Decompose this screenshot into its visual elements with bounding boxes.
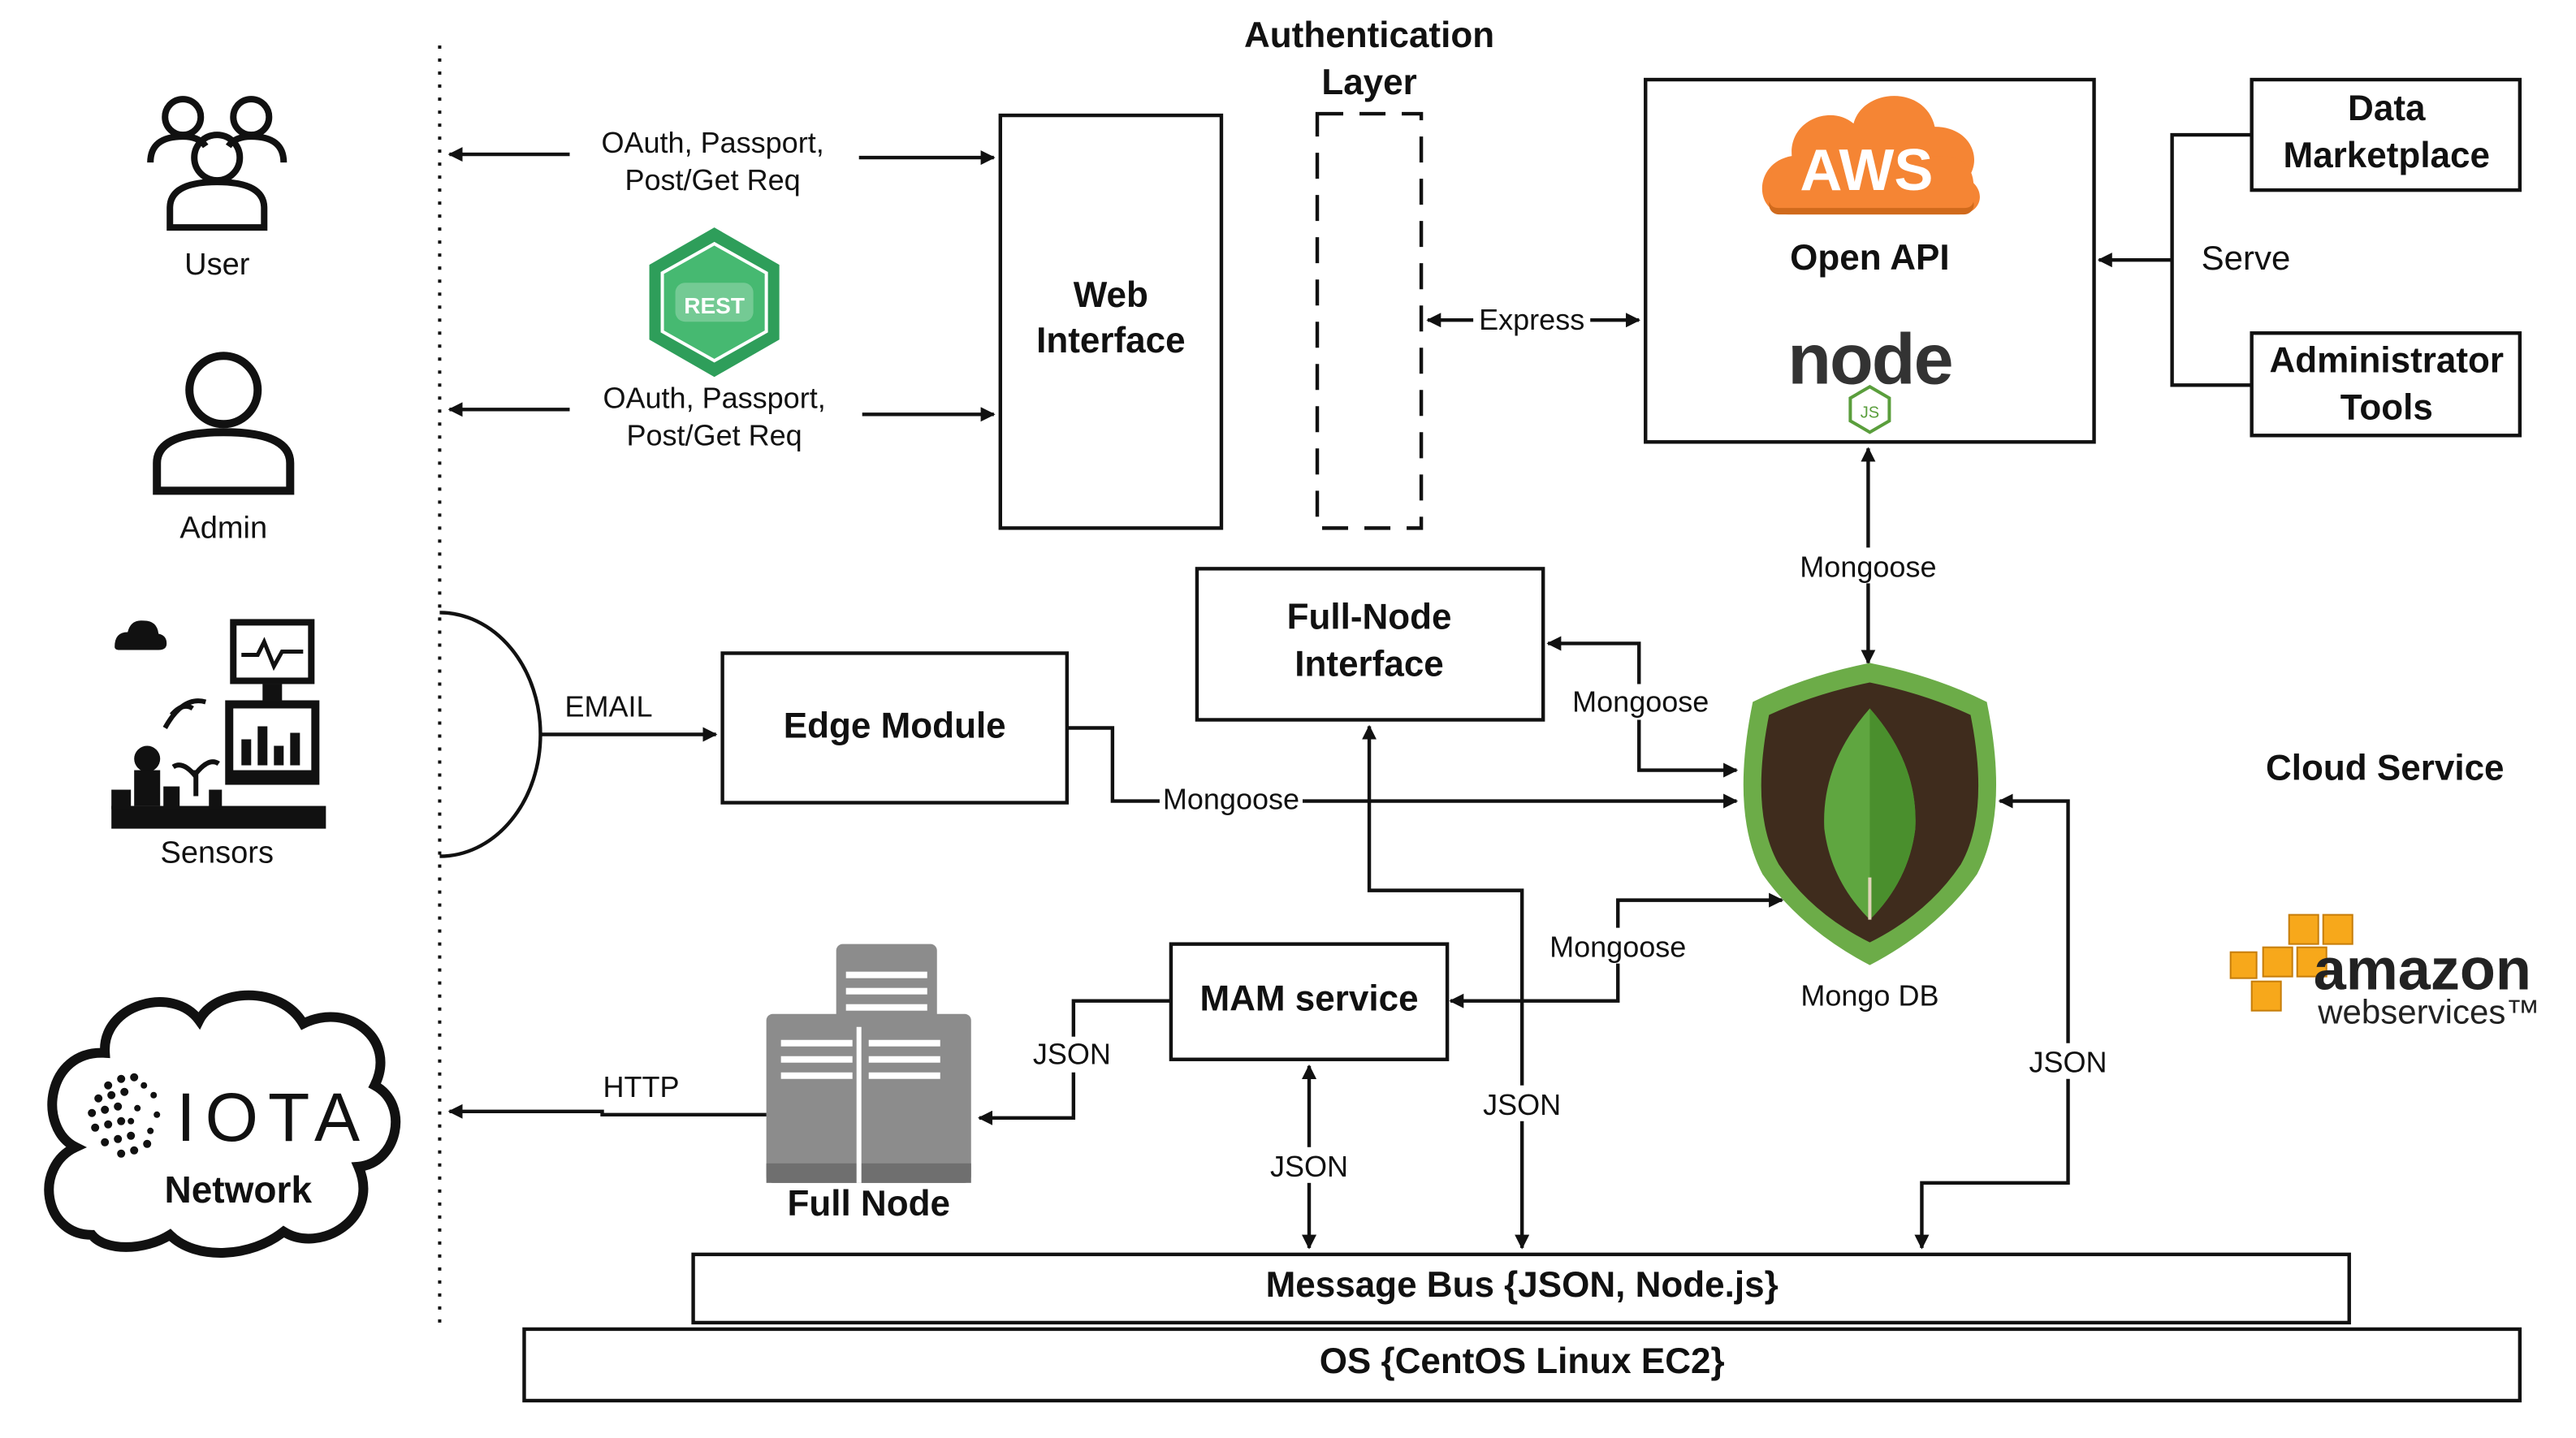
administrator-tools-box <box>2250 331 2522 438</box>
full-node-interface-label-2: Interface <box>1294 644 1443 684</box>
sensors-label: Sensors <box>161 836 274 870</box>
email-label: EMAIL <box>564 689 652 723</box>
full-node-label: Full Node <box>787 1184 950 1224</box>
message-bus-box <box>691 1252 2351 1325</box>
open-api-label: Open API <box>1790 238 1949 278</box>
mongodb-icon <box>1743 663 1997 965</box>
http-arrow <box>447 1103 767 1119</box>
mongo-db-label: Mongo DB <box>1800 979 1938 1013</box>
node-js-badge: JS <box>1861 404 1879 421</box>
edge-module-box <box>720 651 1070 805</box>
node-js-hex-icon <box>1848 384 1891 434</box>
auth-layer-label-2: Layer <box>1321 63 1416 102</box>
aws-cloud-icon <box>1761 96 1980 215</box>
fni-bus-label: JSON <box>1483 1088 1561 1121</box>
sensors-icon <box>111 619 326 829</box>
auth-label-1a: OAuth, Passport, <box>601 126 823 159</box>
os-box <box>522 1327 2522 1403</box>
edge-mongo-label: Mongoose <box>1163 783 1299 816</box>
mongo-bus-label: JSON <box>2029 1046 2107 1079</box>
mam-fullnode-label-bg <box>1027 1036 1119 1073</box>
amazon-logo-bottom: webservices™ <box>2317 993 2539 1031</box>
fni-mongo-label-bg <box>1566 684 1716 720</box>
api-mongo-label: Mongoose <box>1800 550 1936 583</box>
data-marketplace-label-1: Data <box>2348 89 2426 128</box>
iota-network-cloud <box>44 990 401 1258</box>
web-interface-label-1: Web <box>1074 275 1148 315</box>
fni-bus-arrow <box>1362 724 1530 1250</box>
mam-fullnode-label: JSON <box>1033 1038 1111 1071</box>
data-marketplace-label-2: Marketplace <box>2284 136 2490 175</box>
fni-bus-label-bg <box>1476 1085 1568 1121</box>
web-interface-box <box>998 113 1224 530</box>
edge-module-label: Edge Module <box>784 706 1006 746</box>
full-node-interface-label-1: Full-Node <box>1287 597 1452 637</box>
auth-layer-box <box>1315 111 1424 530</box>
mam-bus-label-bg <box>1263 1147 1355 1183</box>
administrator-tools-label-1: Administrator <box>2269 340 2504 380</box>
mam-service-box <box>1169 942 1450 1061</box>
administrator-tools-label-2: Tools <box>2340 387 2433 427</box>
user-group-icon <box>147 96 287 231</box>
message-bus-label: Message Bus {JSON, Node.js} <box>1266 1265 1779 1305</box>
data-marketplace-box <box>2250 77 2522 192</box>
auth-label-2a: OAuth, Passport, <box>603 381 825 414</box>
serve-label: Serve <box>2202 239 2291 277</box>
mongo-bus-arrow <box>1914 793 2070 1250</box>
full-node-server-icon <box>766 944 971 1183</box>
full-node-interface-box <box>1195 567 1545 722</box>
iota-logo-text: IOTA <box>176 1079 370 1155</box>
auth-layer-label-1: Authentication <box>1244 15 1494 55</box>
mongo-bus-label-bg <box>2022 1043 2114 1079</box>
auth-label-1b: Post/Get Req <box>625 163 800 196</box>
os-label: OS {CentOS Linux EC2} <box>1320 1341 1725 1381</box>
api-mongo-label-bg <box>1792 547 1945 584</box>
admin-label: Admin <box>179 511 267 545</box>
amazon-logo-top: amazon <box>2314 938 2531 1003</box>
mam-mongo-label-bg <box>1543 927 1693 964</box>
web-interface-label-2: Interface <box>1036 321 1185 361</box>
amazon-cubes-icon <box>2229 913 2353 1012</box>
iota-logo-icon <box>88 1073 161 1158</box>
mam-mongo-label: Mongoose <box>1549 931 1686 964</box>
network-label: Network <box>164 1168 312 1211</box>
http-label: HTTP <box>603 1070 680 1103</box>
edge-mongo-label-bg <box>1159 783 1303 819</box>
fni-mongo-label: Mongoose <box>1572 684 1709 718</box>
rest-badge-text: REST <box>684 293 745 318</box>
mam-bus-label: JSON <box>1270 1150 1348 1183</box>
aws-badge-text: AWS <box>1800 138 1933 203</box>
rest-badge-icon <box>649 227 780 378</box>
cloud-service-label: Cloud Service <box>2266 749 2505 788</box>
sensors-bracket <box>439 611 542 858</box>
auth-label-2b: Post/Get Req <box>626 418 802 451</box>
admin-icon <box>153 352 295 495</box>
user-label: User <box>184 248 250 282</box>
express-label: Express <box>1479 303 1584 336</box>
mam-service-label: MAM service <box>1199 979 1418 1019</box>
